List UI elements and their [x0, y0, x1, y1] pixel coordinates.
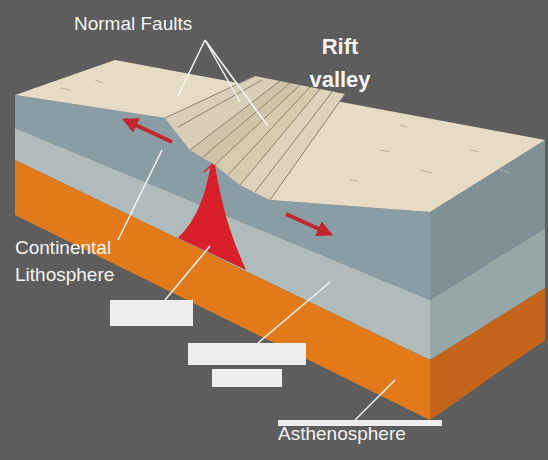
callout-label: Normal Faults: [74, 10, 244, 37]
leader-lines: [118, 40, 395, 420]
motion-arrow: [286, 214, 330, 234]
title-label: Rift valley: [290, 30, 390, 96]
top-surface: [15, 60, 545, 212]
motion-arrow: [125, 120, 172, 142]
blank-label-box: [110, 300, 442, 426]
layer-label: Asthenosphere: [278, 420, 458, 447]
layer-label: Continental Lithosphere: [15, 234, 150, 288]
